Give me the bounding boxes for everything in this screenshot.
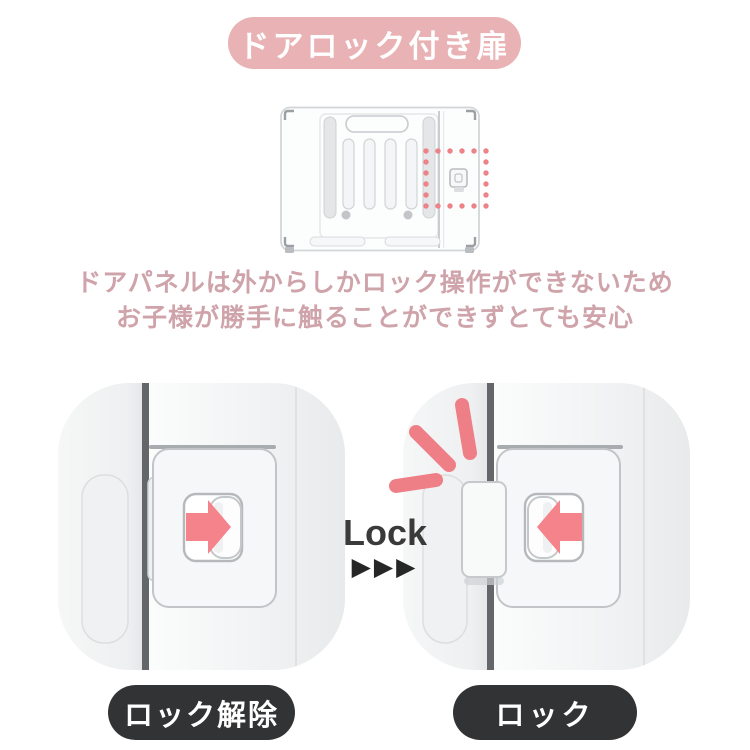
latch-flap-extended [461,481,507,578]
unlocked-photo [58,383,345,670]
lock-transition-arrows: ▶▶▶ [351,553,419,581]
door-panel-illustration [280,106,489,253]
panel-foot [465,247,474,253]
panel-hinge-line-2 [443,111,445,248]
locked-photo-scene [403,383,690,670]
door-edge-line [295,383,297,670]
description-text: ドアパネルは外からしかロック操作ができないため お子様が勝手に触ることができずと… [0,266,750,336]
panel-bottom-rail [309,236,366,247]
lock-comparison-row: Lock ▶▶▶ [0,383,750,670]
panel-screw [403,210,413,220]
unlocked-photo-scene [58,383,345,670]
panel-bottom-rail [384,236,441,247]
frame-strike-ridge [81,474,129,644]
latch-shadow [464,577,504,585]
description-line-1: ドアパネルは外からしかロック操作ができないため [76,269,674,297]
panel-corner-clips [283,109,477,248]
panel-slot-left [323,116,337,219]
panel-screw [341,210,351,220]
locked-photo [403,383,690,670]
panel-hinge-line [438,111,440,248]
slide-arrow-right-icon [186,500,231,554]
door-edge-line [643,383,645,670]
door-gap [142,383,149,670]
slide-arrow-left-icon [537,500,582,554]
panel-foot [285,247,294,253]
door-lock-latch-icon [449,168,468,192]
lock-transition-label: Lock [342,512,428,553]
title-badge-label: ドアロック付き扉 [238,28,511,64]
locked-caption-badge: ロック [453,685,637,740]
panel-slot-right [422,116,436,219]
lock-highlight-dots-icon [423,148,489,209]
panel-ridges [342,138,418,210]
title-badge: ドアロック付き扉 [228,17,521,69]
unlocked-caption-badge: ロック解除 [108,685,295,740]
locked-caption-label: ロック [495,699,595,732]
description-line-2: お子様が勝手に触ることができずとても安心 [115,304,634,332]
unlocked-caption-label: ロック解除 [123,699,279,732]
panel-handle [345,115,409,133]
lock-transition-block: Lock ▶▶▶ [329,512,441,582]
